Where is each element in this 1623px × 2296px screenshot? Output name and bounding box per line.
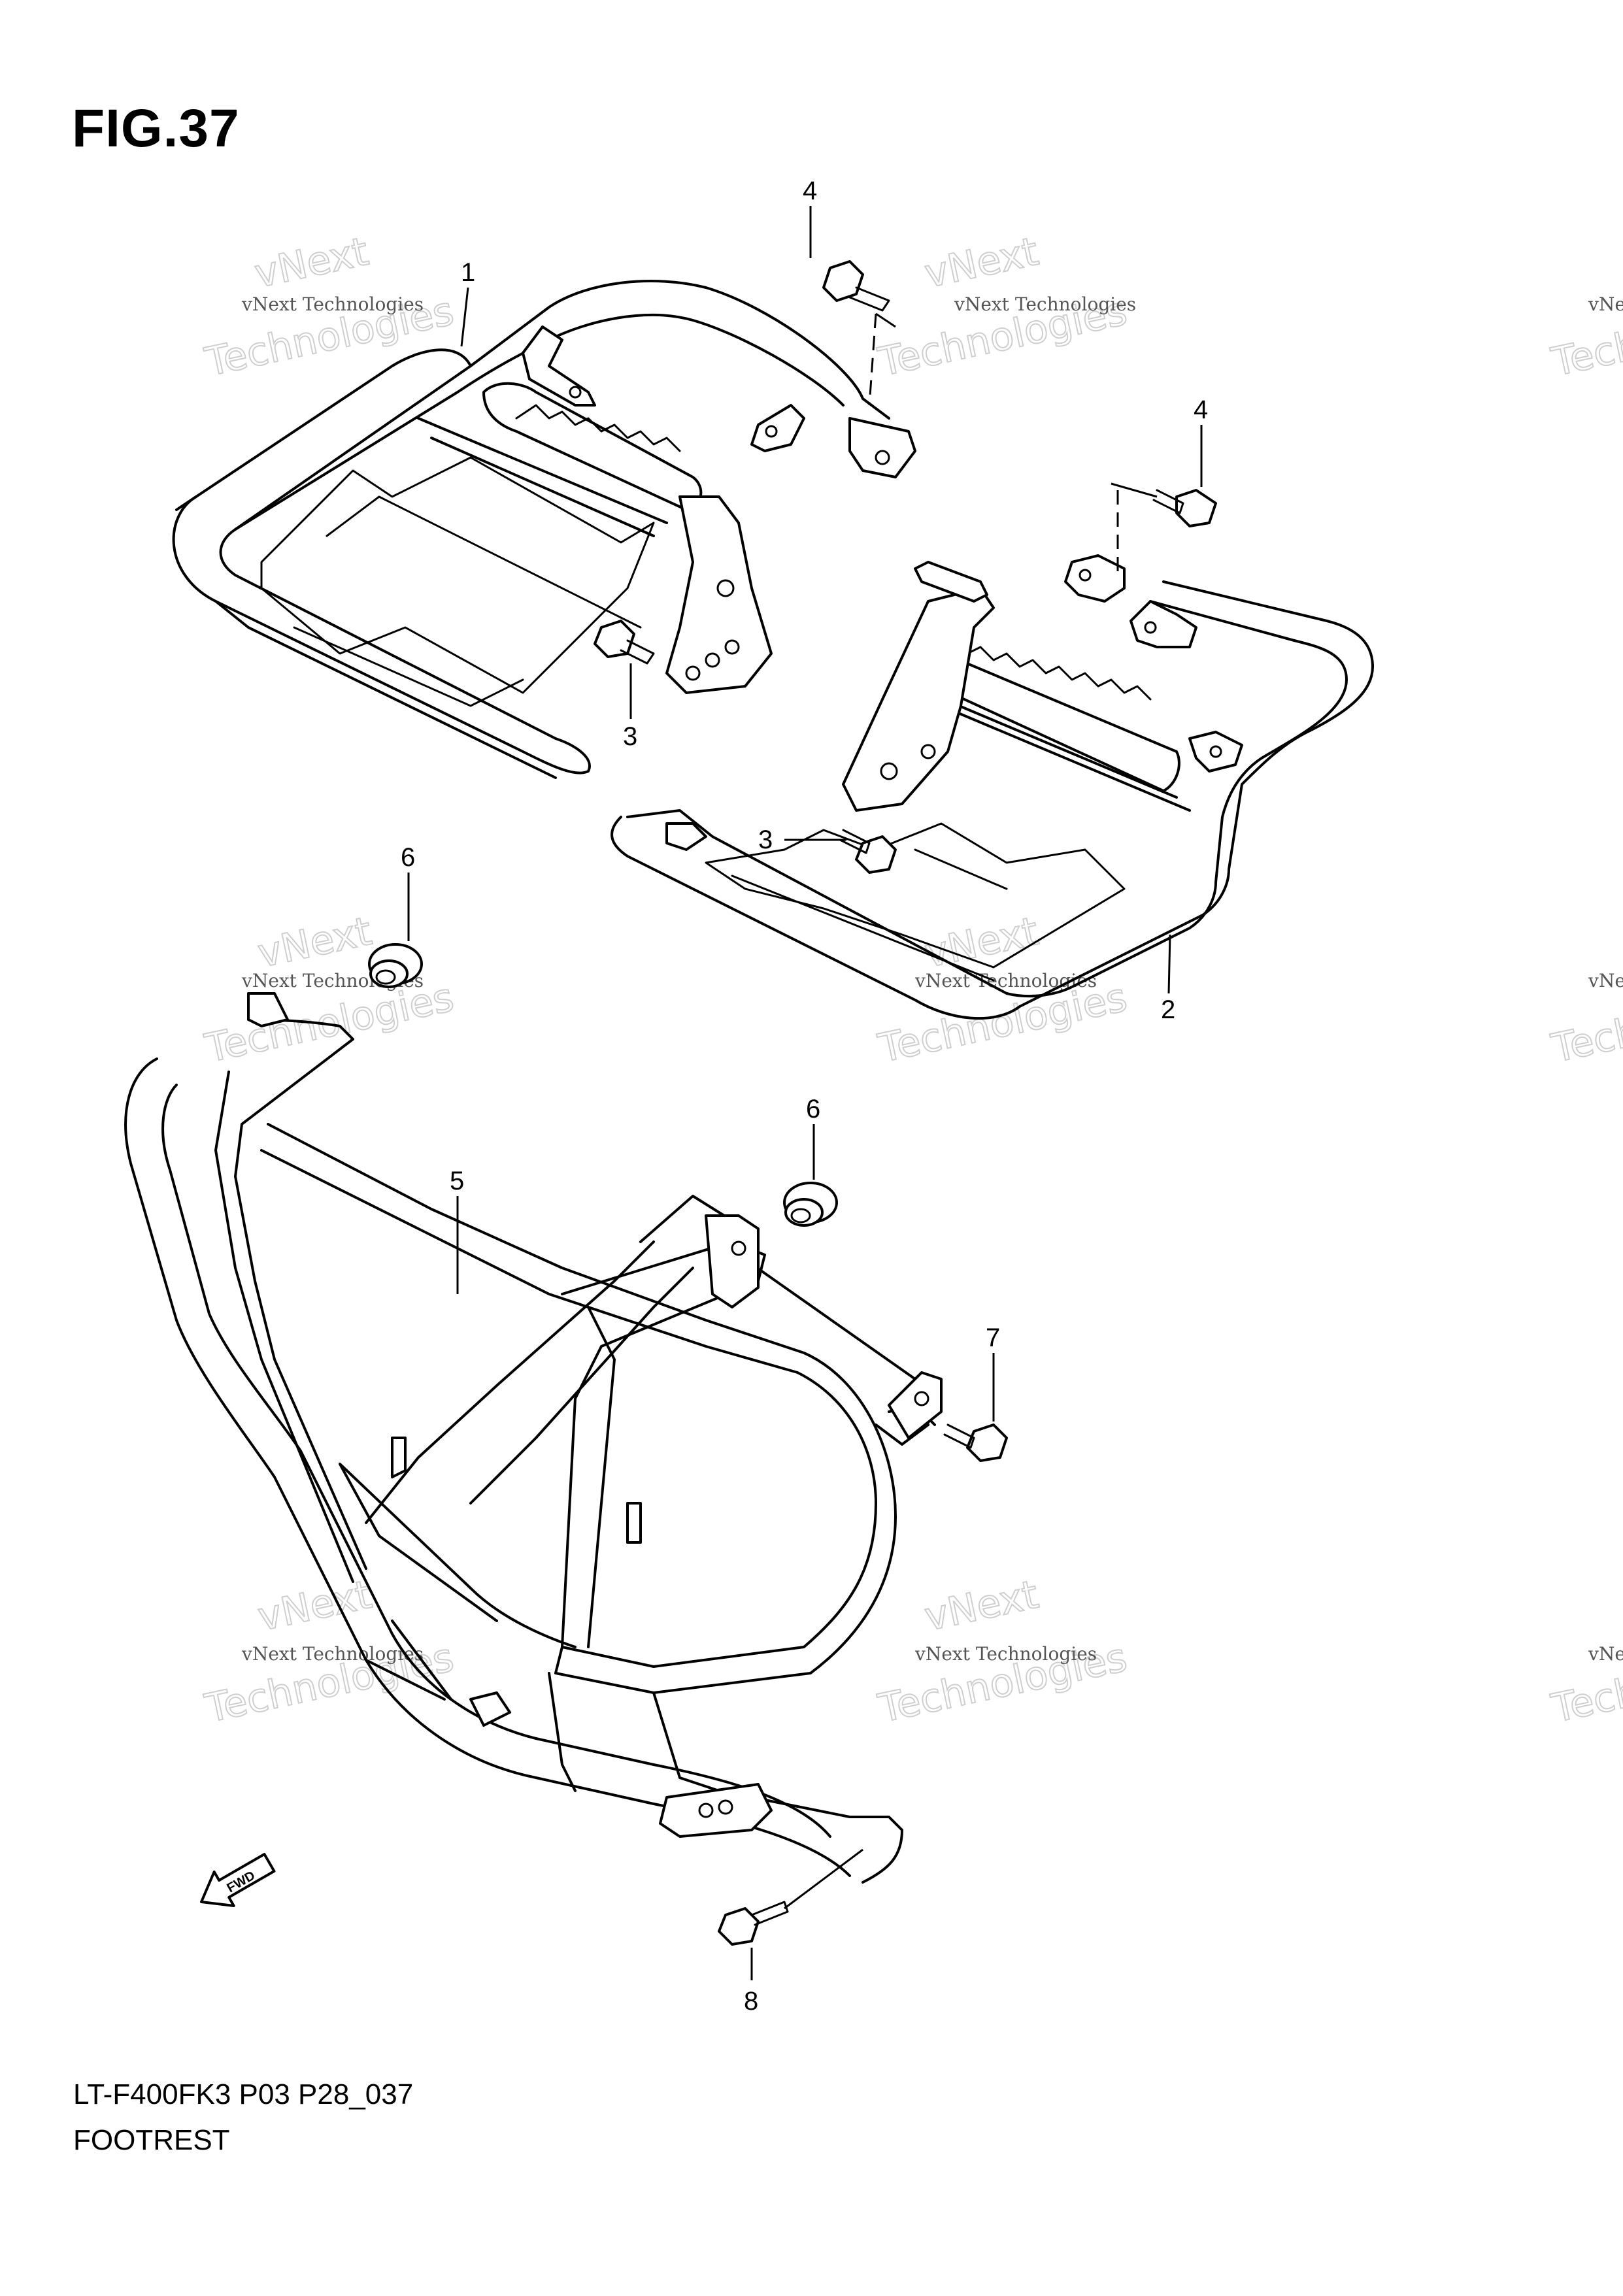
grommet-6-top	[368, 943, 423, 988]
svg-text:vNext Technologies: vNext Technologies	[241, 1643, 424, 1665]
left-mount-bracket	[665, 495, 773, 694]
bolt-8	[718, 1901, 789, 1946]
callout-numbers: 1 4 4 3 3 2 6 5 6 7 8	[401, 176, 1208, 2016]
left-tabs	[522, 325, 916, 478]
fasteners	[368, 260, 1217, 1946]
callout-3-left: 3	[623, 722, 637, 751]
callout-3-right: 3	[758, 825, 773, 854]
svg-text:vNext Technologies: vNext Technologies	[914, 1643, 1097, 1665]
svg-text:vNext Technologies: vNext Technologies	[1588, 293, 1623, 315]
watermark-low-right: Technologies vNext Technologies	[1547, 1634, 1623, 1733]
svg-text:vNext Technologies: vNext Technologies	[1588, 1643, 1623, 1665]
watermark-top-left: Technologies vNext vNext Technologies	[201, 228, 459, 386]
bolt-4-top	[822, 260, 890, 312]
right-tabs	[665, 554, 1243, 851]
svg-text:vNext: vNext	[921, 229, 1043, 297]
svg-text:vNext: vNext	[921, 908, 1043, 977]
callout-4-top: 4	[803, 176, 817, 205]
figure-title: FIG.37	[72, 99, 240, 158]
svg-text:vNext: vNext	[254, 1572, 376, 1640]
callout-4-right: 4	[1194, 395, 1208, 424]
bolt-3-left	[594, 620, 655, 665]
part-1-left-footrest	[172, 280, 916, 779]
fwd-arrow: FWD	[200, 1853, 276, 1907]
svg-text:vNext Technologies: vNext Technologies	[954, 293, 1136, 315]
leader-lines	[407, 206, 1203, 1980]
watermark-low-mid: Technologies vNext vNext Technologies	[874, 1571, 1132, 1733]
watermark-top-right: Technologies vNext Technologies	[1547, 288, 1623, 386]
diagram-code: LT-F400FK3 P03 P28_037	[73, 2078, 414, 2110]
bolt-7	[943, 1423, 1008, 1462]
callout-7: 7	[986, 1323, 1000, 1352]
callout-2: 2	[1161, 995, 1175, 1024]
part-5-front-guard	[124, 992, 943, 1884]
svg-text:vNext: vNext	[254, 908, 376, 977]
svg-text:vNext Technologies: vNext Technologies	[1588, 970, 1623, 991]
svg-text:vNext Technologies: vNext Technologies	[241, 293, 424, 315]
watermark-mid-right: Technologies vNext Technologies	[1547, 970, 1623, 1073]
grommet-6-mid	[783, 1182, 838, 1227]
svg-text:vNext Technologies: vNext Technologies	[914, 970, 1097, 991]
part-2-right-footrest	[611, 554, 1374, 1020]
callout-6-top: 6	[401, 843, 415, 872]
callout-6-mid: 6	[806, 1095, 820, 1123]
svg-text:vNext: vNext	[921, 1572, 1043, 1640]
watermark-mid-left: Technologies vNext vNext Technologies	[201, 908, 459, 1073]
callout-1: 1	[461, 258, 475, 287]
guard-brackets	[247, 992, 943, 1838]
diagram-name: FOOTREST	[73, 2124, 230, 2156]
left-footpeg	[417, 382, 703, 537]
callout-5: 5	[450, 1167, 464, 1195]
watermark-low-left: Technologies vNext vNext Technologies	[201, 1571, 459, 1733]
watermark-top-mid: Technologies vNext vNext Technologies	[874, 228, 1137, 386]
svg-text:vNext: vNext	[251, 229, 373, 297]
bolt-4-right	[1152, 489, 1217, 527]
callout-8: 8	[744, 1987, 758, 2016]
bolt-3-right	[839, 829, 897, 874]
right-mount-bracket	[842, 561, 995, 812]
